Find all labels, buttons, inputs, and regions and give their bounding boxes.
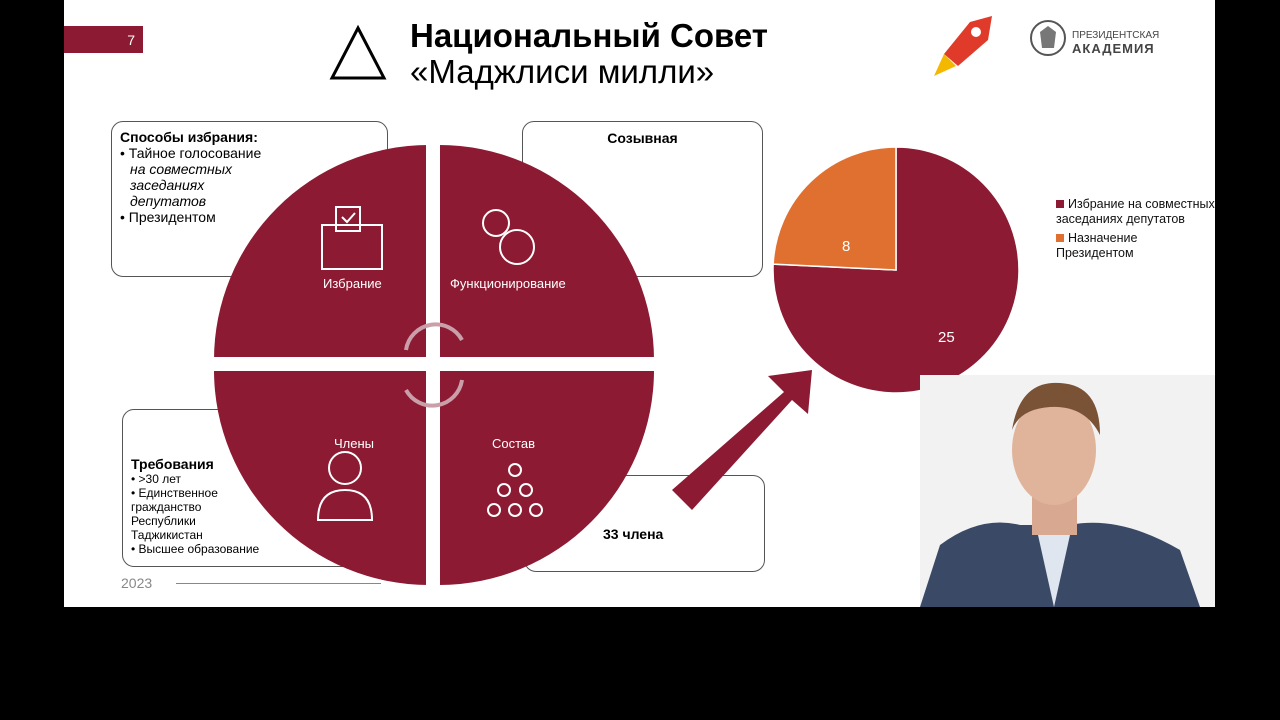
requirement-item: • Высшее образование bbox=[131, 542, 260, 556]
footer-line bbox=[176, 583, 381, 584]
gears-icon bbox=[482, 209, 535, 265]
legend-swatch bbox=[1056, 234, 1064, 242]
academy-emblem-icon bbox=[1030, 20, 1066, 56]
quadrant-label-members: Члены bbox=[334, 436, 375, 451]
presentation-slide: 7 Национальный Совет«Маджлиси милли» ПРЕ… bbox=[64, 0, 1215, 607]
cycle-diagram bbox=[214, 145, 654, 585]
year-label: 2023 bbox=[121, 575, 153, 591]
election-item-1: • Тайное голосование bbox=[120, 145, 262, 161]
seat-distribution-pie bbox=[772, 146, 1020, 394]
logo-line-2: АКАДЕМИЯ bbox=[1072, 41, 1155, 56]
convocation-heading: Созывная bbox=[607, 130, 678, 146]
quadrant-functioning bbox=[439, 145, 654, 360]
quadrant-label-functioning: Функционирование bbox=[450, 276, 566, 291]
big-arrow-icon bbox=[672, 370, 812, 510]
page-number: 7 bbox=[64, 26, 143, 53]
pie-label-appointed: 8 bbox=[842, 238, 851, 255]
requirement-item: • Единственное гражданство Республики Та… bbox=[131, 486, 218, 542]
election-item-2: • Президентом bbox=[120, 209, 216, 225]
election-item-1-detail: на совместных заседаниях депутатов bbox=[130, 161, 233, 209]
pie-slice-appointed bbox=[772, 146, 897, 271]
legend-item-appointed: Назначение Президентом bbox=[1056, 231, 1215, 261]
title-line-1: Национальный Совет bbox=[410, 17, 768, 54]
quadrant-label-composition: Состав bbox=[492, 436, 536, 451]
logo-line-1: ПРЕЗИДЕНТСКАЯ bbox=[1072, 30, 1160, 41]
legend-item-elected: Избрание на совместных заседаниях депута… bbox=[1056, 197, 1215, 227]
requirement-item: • >30 лет bbox=[131, 472, 181, 486]
group-of-people-icon bbox=[487, 463, 543, 517]
legend-label: Избрание на совместных заседаниях депута… bbox=[1056, 197, 1215, 226]
requirements-heading: Требования bbox=[131, 456, 214, 472]
composition-text: 33 члена bbox=[603, 526, 664, 542]
rocket-logo-icon bbox=[934, 16, 992, 76]
quadrant-composition bbox=[439, 370, 654, 585]
quadrant-members bbox=[214, 370, 429, 585]
person-idea-icon bbox=[316, 451, 374, 521]
legend-label: Назначение Президентом bbox=[1056, 231, 1138, 260]
speaker-video bbox=[920, 375, 1215, 607]
pie-legend: Избрание на совместных заседаниях депута… bbox=[1056, 197, 1215, 261]
title-line-2: «Маджлиси милли» bbox=[410, 53, 715, 90]
legend-swatch bbox=[1056, 200, 1064, 208]
quadrant-label-election: Избрание bbox=[323, 276, 382, 291]
election-heading: Способы избрания: bbox=[120, 129, 258, 145]
triangle-icon bbox=[329, 24, 387, 80]
ballot-box-icon bbox=[321, 206, 383, 270]
speaker-figure bbox=[920, 382, 1200, 607]
cycle-arrows-icon bbox=[404, 322, 464, 408]
pie-label-elected: 25 bbox=[938, 329, 955, 346]
slide-title: Национальный Совет«Маджлиси милли» bbox=[410, 18, 768, 90]
